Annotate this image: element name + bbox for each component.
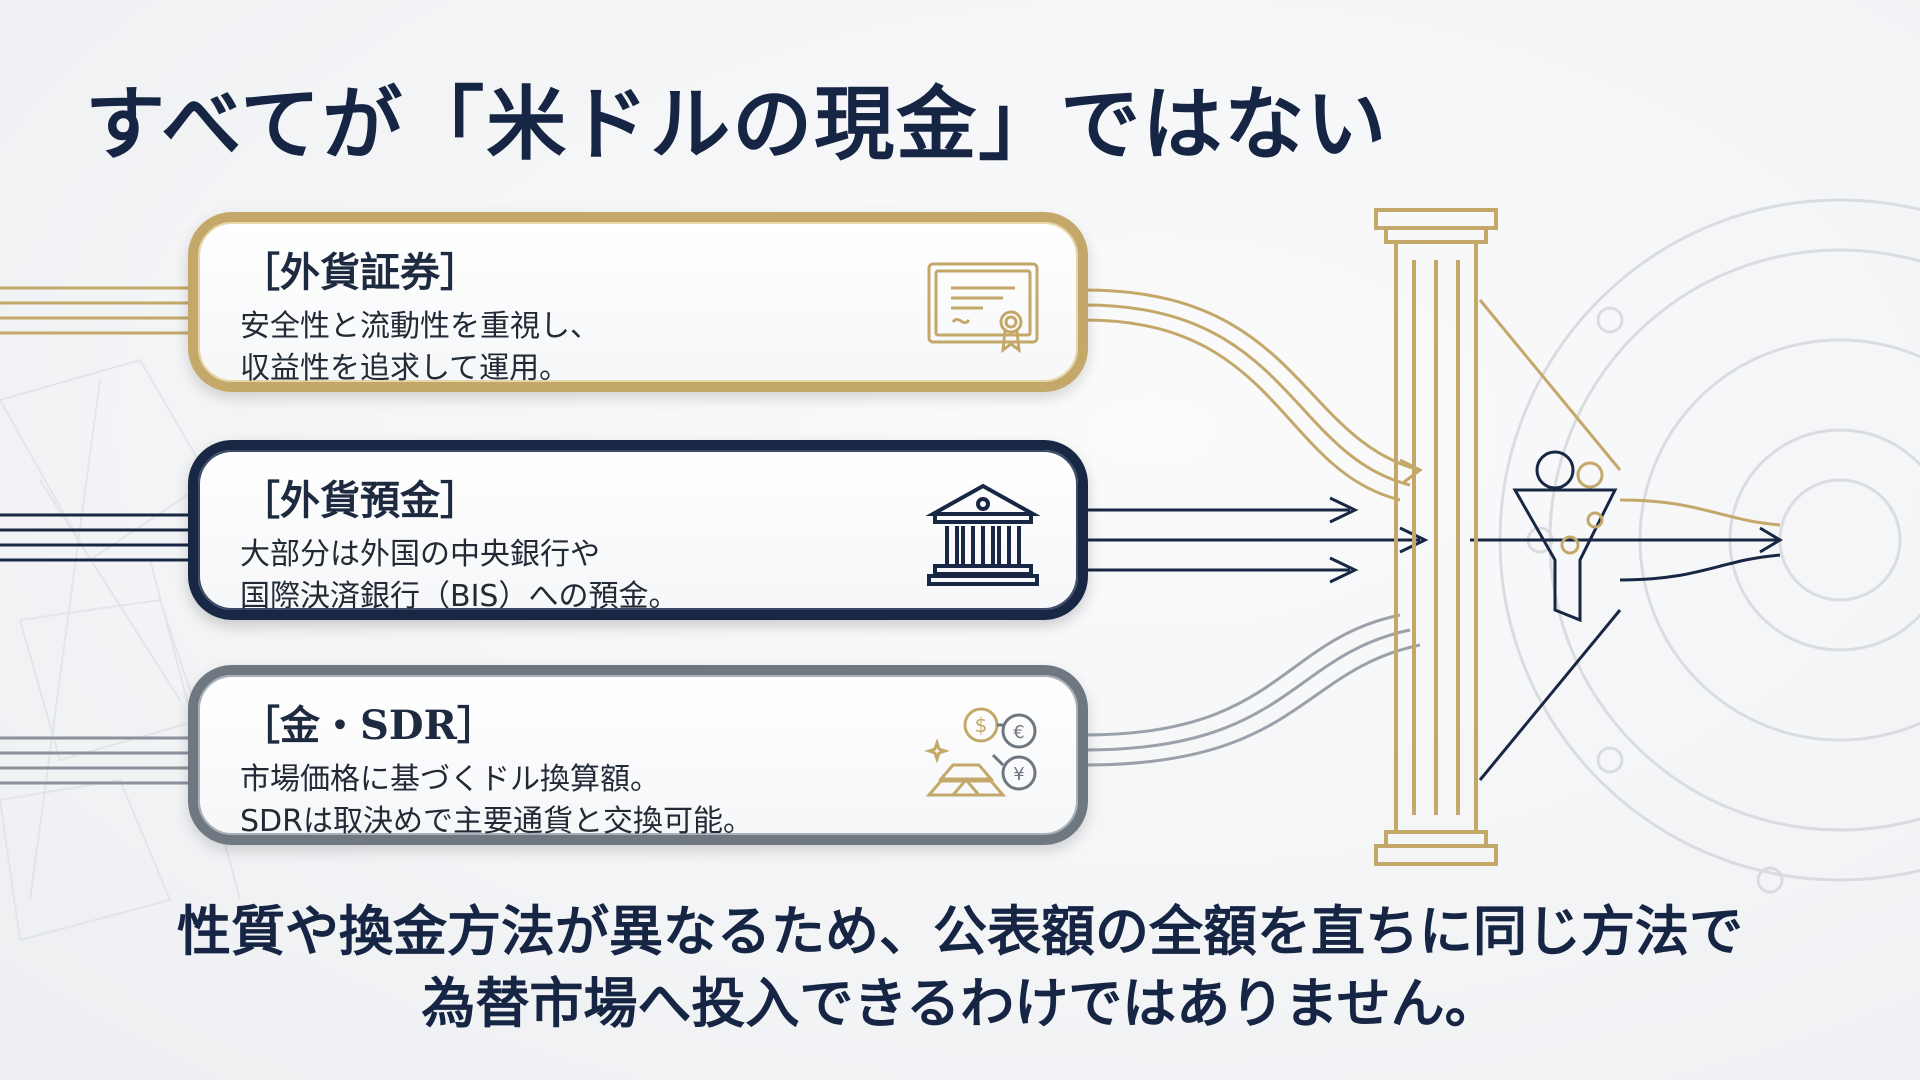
svg-text:¥: ¥ [1013,764,1024,785]
card-gold-sdr: ［金・SDR］ 市場価格に基づくドル換算額。 SDRは取決めで主要通貨と交換可能… [188,665,1088,845]
funnel-triangle [1470,299,1783,781]
output-flows-slate [1084,613,1421,767]
input-lines-slate [0,736,200,785]
svg-text:€: € [1013,722,1024,743]
card-desc-line: 大部分は外国の中央銀行や [240,537,600,572]
output-flows-navy [1085,496,1429,584]
bottom-note-line: 性質や換金方法が異なるため、公表額の全額を直ちに同じ方法で [177,899,1743,963]
page-title: すべてが「米ドルの現金」ではない [85,77,1389,171]
card-desc-line: 安全性と流動性を重視し、 [240,309,600,344]
funnel-icon [1512,450,1618,623]
card-desc-line: 市場価格に基づくドル換算額。 [240,762,660,797]
pillar-icon [1374,208,1498,866]
card-description: 大部分は外国の中央銀行や 国際決済銀行（BIS）への預金。 [240,534,678,618]
input-lines-navy [0,513,200,562]
svg-text:$: $ [975,713,988,737]
bottom-note-line: 為替市場へ投入できるわけではありません。 [421,971,1499,1035]
card-description: 安全性と流動性を重視し、 収益性を追求して運用。 [240,306,600,390]
certificate-icon [927,262,1039,354]
background-grid [0,358,241,942]
card-desc-line: 国際決済銀行（BIS）への預金。 [240,579,679,614]
card-title: ［外貨預金］ [240,477,480,524]
bank-icon [925,483,1041,586]
card-foreign-securities: ［外貨証券］ 安全性と流動性を重視し、 収益性を追求して運用。 [188,212,1088,392]
card-desc-line: 収益性を追求して運用。 [240,351,570,386]
card-title: ［外貨証券］ [240,249,480,296]
card-foreign-deposits: ［外貨預金］ 大部分は外国の中央銀行や 国際決済銀行（BIS）への預金。 [188,440,1088,620]
card-desc-line: SDRは取決めで主要通貨と交換可能。 [240,804,753,839]
card-title: ［金・SDR］ [240,702,497,749]
gold-currency-exchange-icon: $ € ¥ [924,707,1037,797]
card-description: 市場価格に基づくドル換算額。 SDRは取決めで主要通貨と交換可能。 [240,759,753,843]
output-flows-gold [1084,288,1423,502]
input-lines-gold [0,286,200,335]
bottom-note: 性質や換金方法が異なるため、公表額の全額を直ちに同じ方法で 為替市場へ投入できる… [0,895,1920,1039]
